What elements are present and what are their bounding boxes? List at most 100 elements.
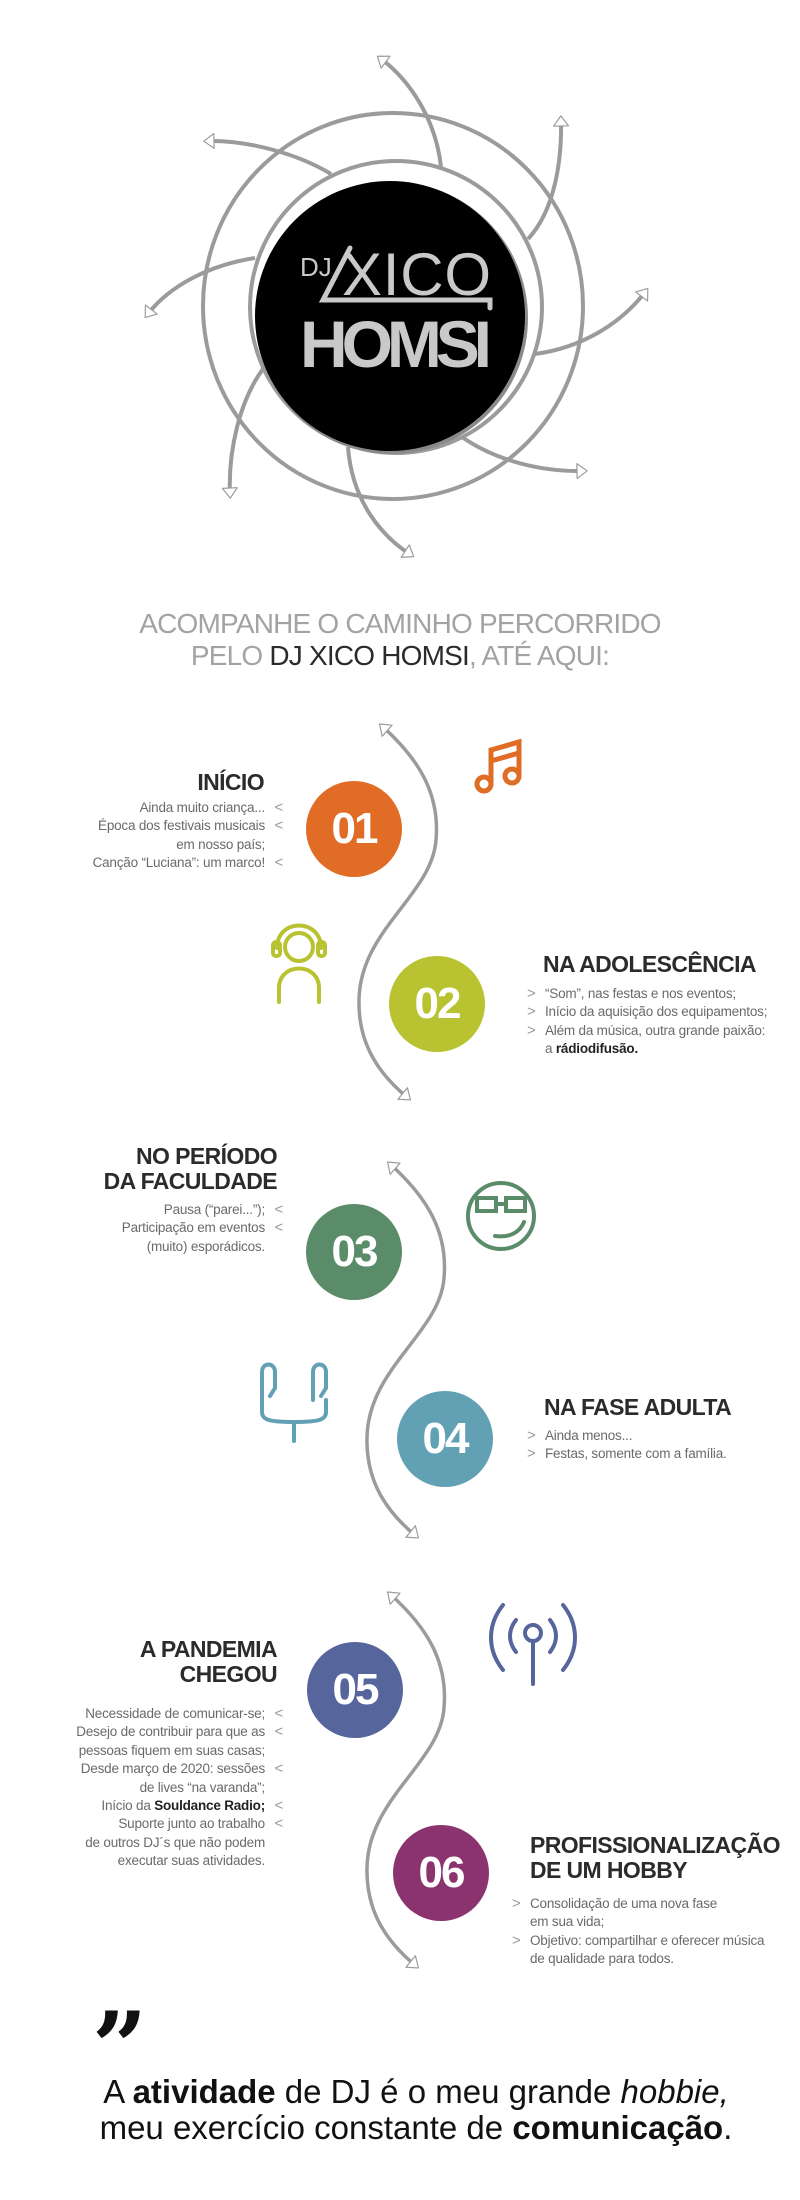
- logo-name2: HOMSI: [300, 307, 492, 381]
- quote-line1: A atividade de DJ é o meu grande hobbie,: [0, 2074, 800, 2110]
- bullet-text: Além da música, outra grande paixão: a r…: [545, 1022, 765, 1059]
- heading-line2: PELO DJ XICO HOMSI, ATÉ AQUI:: [0, 640, 800, 672]
- milestone-number-badge: 03: [306, 1204, 402, 1300]
- quote-text: .: [723, 2109, 733, 2146]
- bullet-item: Pausa (“parei...”); <: [122, 1201, 283, 1219]
- logo-disc: [255, 181, 525, 451]
- milestone-bullet-list: > “Som”, nas festas e nos eventos; > Início…: [527, 985, 767, 1059]
- bullet-text-part: Festas, somente com a família.: [545, 1446, 727, 1462]
- milestone-number-badge: 06: [393, 1825, 489, 1921]
- heading-line1: ACOMPANHE O CAMINHO PERCORRIDO: [139, 608, 661, 639]
- milestone-number-badge: 01: [306, 781, 402, 877]
- nerd-smiley-icon: [466, 1181, 536, 1251]
- bullet-text-part: Participação em eventos (muito) esporádi…: [121, 1220, 265, 1254]
- milestone-bullet-list: Necessidade de comunicar-se; < Desejo de c…: [76, 1705, 283, 1871]
- quote: A atividade de DJ é o meu grande hobbie,…: [0, 2074, 800, 2146]
- bullet-item: Época dos festivais musicais em nosso pa…: [93, 817, 283, 854]
- heading-line2-pre: PELO: [190, 640, 270, 671]
- timeline-curve-arrow: [357, 723, 439, 1101]
- bullet-item: Suporte junto ao trabalho de outros DJ´s…: [76, 1815, 283, 1870]
- quote-bold: atividade: [132, 2073, 276, 2110]
- bullet-text: Desejo de contribuir para que as pessoas…: [76, 1723, 265, 1760]
- milestone-title: NA ADOLESCÊNCIA: [543, 951, 757, 977]
- milestone-title: NO PERÍODO DA FACULDADE: [103, 1143, 278, 1194]
- logo: DJ XICO HOMSI: [144, 55, 649, 558]
- milestone-bullet-list: Ainda muito criança... < Época dos festiva…: [92, 799, 284, 873]
- logo-arrows: [144, 55, 649, 558]
- timeline-curve-arrow: [365, 1161, 447, 1539]
- section-heading: ACOMPANHE O CAMINHO PERCORRIDO PELO DJ X…: [0, 608, 800, 672]
- quote-text: meu exercício constante de: [99, 2109, 513, 2146]
- bullet-item: Participação em eventos (muito) esporádi…: [122, 1219, 283, 1256]
- chevron-right-icon: >: [512, 1895, 521, 1912]
- bullet-text-part: Época dos festivais musicais em nosso pa…: [98, 818, 265, 852]
- bullet-text: Objetivo: compartilhar e oferecer música…: [530, 1932, 765, 1969]
- chevron-right-icon: >: [527, 1021, 536, 1039]
- bullet-text-part: Início da: [101, 1798, 155, 1814]
- bullet-text-bold: rádiodifusão.: [555, 1041, 639, 1057]
- bullet-text-part: Pausa (“parei...”);: [163, 1202, 265, 1217]
- chevron-right-icon: >: [527, 1427, 536, 1444]
- bullet-text-part: Suporte junto ao trabalho de outros DJ´s…: [85, 1816, 265, 1869]
- bullet-item: > Objetivo: compartilhar e oferecer músic…: [512, 1931, 765, 1969]
- chevron-right-icon: >: [512, 1931, 521, 1949]
- chevron-left-icon: <: [274, 1723, 283, 1741]
- chevron-left-icon: <: [274, 1705, 283, 1722]
- chevron-left-icon: <: [274, 1815, 283, 1833]
- bullet-item: Necessidade de comunicar-se; <: [76, 1705, 283, 1723]
- bullet-text: Desde março de 2020: sessões de lives “n…: [81, 1760, 265, 1797]
- bullet-text-part: Consolidação de uma nova fase em sua vid…: [530, 1896, 718, 1930]
- chevron-left-icon: <: [274, 1201, 283, 1218]
- chevron-left-icon: <: [274, 799, 283, 816]
- quote-italic: hobbie,: [620, 2073, 729, 2110]
- logo-underline: [318, 245, 493, 311]
- bullet-text-part: “Som”, nas festas e nos eventos;: [545, 986, 736, 1001]
- milestone-title: INÍCIO: [197, 769, 264, 795]
- bullet-item: Canção “Luciana”: um marco! <: [92, 854, 284, 872]
- milestone-bullet-list: Pausa (“parei...”); < Participação em even…: [122, 1201, 283, 1256]
- bullet-text-part: Necessidade de comunicar-se;: [85, 1706, 265, 1721]
- radio-antenna-icon: [489, 1603, 577, 1686]
- bullet-text: Início da Souldance Radio;: [101, 1797, 265, 1815]
- quote-text: de DJ é o meu grande: [275, 2073, 621, 2110]
- bullet-item: > Festas, somente com a família.: [527, 1445, 727, 1463]
- chevron-left-icon: <: [274, 817, 283, 835]
- bullet-text-part: Desde março de 2020: sessões de lives “n…: [80, 1761, 265, 1795]
- chevron-left-icon: <: [274, 1219, 283, 1237]
- bullet-item: > Ainda menos...: [527, 1427, 727, 1445]
- bullet-item: Desejo de contribuir para que as pessoas…: [76, 1723, 283, 1760]
- bullet-text: Início da aquisição dos equipamentos;: [545, 1003, 767, 1021]
- quote-mark-icon: ”: [92, 1991, 148, 2104]
- logo-dj: DJ: [300, 252, 332, 282]
- milestone-number-badge: 02: [389, 956, 485, 1052]
- bullet-text: Época dos festivais musicais em nosso pa…: [98, 817, 265, 854]
- bullet-text-bold: Souldance Radio;: [154, 1798, 265, 1814]
- bullet-text: “Som”, nas festas e nos eventos;: [545, 985, 736, 1003]
- chevron-right-icon: >: [527, 1003, 536, 1021]
- bullet-text-part: Ainda muito criança...: [139, 800, 266, 815]
- milestone-title: A PANDEMIA CHEGOU: [139, 1636, 278, 1687]
- chevron-left-icon: <: [274, 854, 283, 872]
- bullet-text: Ainda menos...: [545, 1427, 632, 1445]
- bullet-item: > Consolidação de uma nova fase em sua vi…: [512, 1895, 764, 1932]
- chevron-right-icon: >: [527, 1445, 536, 1463]
- milestone-bullet-list: > Ainda menos... > Festas, somente com a fa…: [527, 1427, 727, 1464]
- bullet-text-part: Desejo de contribuir para que as pessoas…: [76, 1724, 265, 1758]
- bullet-item: Início da Souldance Radio; <: [76, 1797, 283, 1815]
- bullet-item: > Início da aquisição dos equipamentos;: [527, 1003, 767, 1021]
- chevron-right-icon: >: [527, 985, 536, 1002]
- milestone-number-badge: 05: [307, 1642, 403, 1738]
- quote-line2: meu exercício constante de comunicação.: [0, 2110, 800, 2146]
- earphones-icon: [260, 1362, 328, 1443]
- quote-bold: comunicação: [512, 2109, 724, 2146]
- bullet-item: Desde março de 2020: sessões de lives “n…: [76, 1760, 283, 1797]
- bullet-text: Participação em eventos (muito) esporádi…: [122, 1219, 265, 1256]
- bullet-text-part: Canção “Luciana”: um marco!: [92, 855, 266, 871]
- timeline-curve-arrow: [365, 1591, 447, 1969]
- bullet-text: Ainda muito criança...: [139, 799, 266, 817]
- heading-line2-post: , ATÉ AQUI:: [469, 640, 610, 671]
- milestone-bullet-list: > Consolidação de uma nova fase em sua vi…: [512, 1895, 765, 1969]
- chevron-left-icon: <: [274, 1797, 283, 1815]
- bullet-text: Suporte junto ao trabalho de outros DJ´s…: [85, 1815, 265, 1870]
